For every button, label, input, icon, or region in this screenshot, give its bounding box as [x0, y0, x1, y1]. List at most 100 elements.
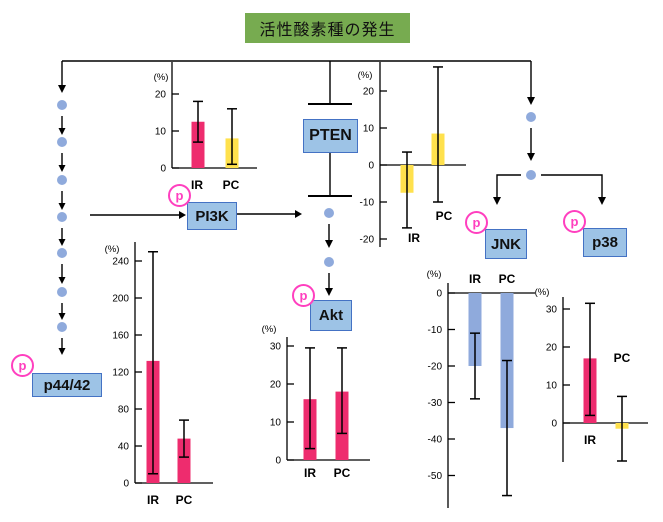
tick-label: -10: [360, 198, 375, 209]
down-arrowhead: [58, 128, 66, 135]
flow-lines: [61, 60, 603, 348]
axis-unit-label: (%): [154, 72, 169, 83]
down-arrowhead: [527, 153, 535, 161]
tick-label: 10: [270, 418, 282, 429]
tick-label: 30: [546, 305, 558, 316]
page-title: 活性酸素種の発生: [245, 13, 410, 43]
signal-dot: [526, 112, 536, 122]
tick-label: 0: [160, 164, 166, 175]
signal-dot: [57, 212, 67, 222]
tick-label: -30: [428, 398, 443, 409]
axis-unit-label: (%): [105, 244, 120, 255]
tick-label: 10: [363, 124, 375, 135]
category-label: IR: [304, 466, 316, 480]
category-label: PC: [334, 466, 351, 480]
bar-ir: [191, 121, 205, 168]
phospho-badge-akt: p: [292, 284, 315, 307]
chart-p44_42: 0 40 80 120 160 200 240 (%) IR PC: [105, 242, 213, 507]
tick-label: 0: [275, 456, 281, 467]
tick-label: 20: [270, 380, 282, 391]
phospho-badge-jnk: p: [465, 211, 488, 234]
down-arrowhead: [58, 348, 66, 355]
category-label: PC: [499, 272, 516, 286]
signal-dot: [57, 137, 67, 147]
down-arrowhead: [325, 288, 333, 296]
tick-label: 40: [118, 442, 130, 453]
axis-unit-label: (%): [427, 269, 442, 280]
node-akt: Akt: [310, 300, 352, 331]
tick-label: 200: [112, 294, 129, 305]
tick-label: 20: [155, 90, 167, 101]
bar-pc: [177, 438, 191, 483]
down-arrowhead: [58, 85, 66, 93]
bar-charts: 0 10 20 (%) IR PC -20 -10 0 10 20 (%) IR PC 0 40 80 120 16…: [105, 62, 648, 508]
category-label: IR: [469, 272, 481, 286]
tick-label: 10: [546, 381, 558, 392]
chart-pi3k: 0 10 20 (%) IR PC: [154, 62, 257, 192]
category-label: PC: [614, 351, 631, 365]
bar-ir: [468, 293, 482, 366]
down-arrowhead: [58, 165, 66, 172]
signal-dot: [526, 170, 536, 180]
chart-p38: 0 10 20 30 (%) IR PC: [535, 287, 648, 462]
axis-unit-label: (%): [535, 287, 550, 298]
signal-dots: [57, 100, 536, 332]
p38-branch-line: [541, 174, 603, 197]
tick-label: -20: [360, 235, 375, 246]
jnk-branch-line: [496, 174, 521, 197]
node-pi3k: PI3K: [187, 202, 237, 230]
signal-dot: [324, 208, 334, 218]
down-arrowhead: [527, 97, 535, 105]
down-arrowhead: [58, 239, 66, 246]
category-label: PC: [176, 493, 193, 507]
tick-label: 20: [546, 343, 558, 354]
right-arrowhead: [295, 210, 302, 218]
tick-label: -10: [428, 325, 443, 336]
tick-label: -20: [428, 362, 443, 373]
tick-label: 0: [123, 479, 129, 490]
tick-label: 0: [436, 289, 442, 300]
down-arrowhead: [598, 197, 606, 205]
tick-label: 30: [270, 342, 282, 353]
phospho-badge-p38: p: [563, 210, 586, 233]
axis-unit-label: (%): [262, 324, 277, 335]
down-arrowhead: [58, 277, 66, 284]
tick-label: 120: [112, 368, 129, 379]
chart-jnk: 0 -10 -20 -30 -40 -50 (%) IR PC: [427, 269, 535, 508]
tick-label: 240: [112, 257, 129, 268]
node-p38: p38: [583, 228, 627, 257]
category-label: IR: [584, 433, 596, 447]
phospho-badge-p44-42: p: [11, 354, 34, 377]
arrowheads: [58, 85, 606, 355]
right-arrowhead: [179, 211, 186, 219]
category-label: IR: [408, 231, 420, 245]
category-label: PC: [436, 209, 453, 223]
tick-label: 160: [112, 331, 129, 342]
category-label: IR: [191, 178, 203, 192]
phospho-badge-pi3k: p: [168, 184, 191, 207]
down-arrowhead: [58, 203, 66, 210]
down-arrowhead: [493, 197, 501, 205]
node-pten: PTEN: [303, 119, 358, 153]
tick-label: 20: [363, 87, 375, 98]
signal-dot: [57, 287, 67, 297]
chart-pten: -20 -10 0 10 20 (%) IR PC: [358, 62, 466, 247]
chart-akt: 0 10 20 30 (%) IR PC: [262, 324, 370, 480]
tick-label: 0: [551, 419, 557, 430]
signal-dot: [57, 100, 67, 110]
down-arrowhead: [325, 240, 333, 248]
tick-label: 0: [368, 161, 374, 172]
signal-dot: [57, 322, 67, 332]
signal-dot: [57, 248, 67, 258]
category-label: IR: [147, 493, 159, 507]
tick-label: 80: [118, 405, 130, 416]
tick-label: 10: [155, 127, 167, 138]
node-p44-42: p44/42: [32, 373, 102, 397]
down-arrowhead: [58, 313, 66, 320]
category-label: PC: [223, 178, 240, 192]
tick-label: -50: [428, 471, 443, 482]
tick-label: -40: [428, 435, 443, 446]
axis-unit-label: (%): [358, 70, 373, 81]
signal-dot: [57, 175, 67, 185]
